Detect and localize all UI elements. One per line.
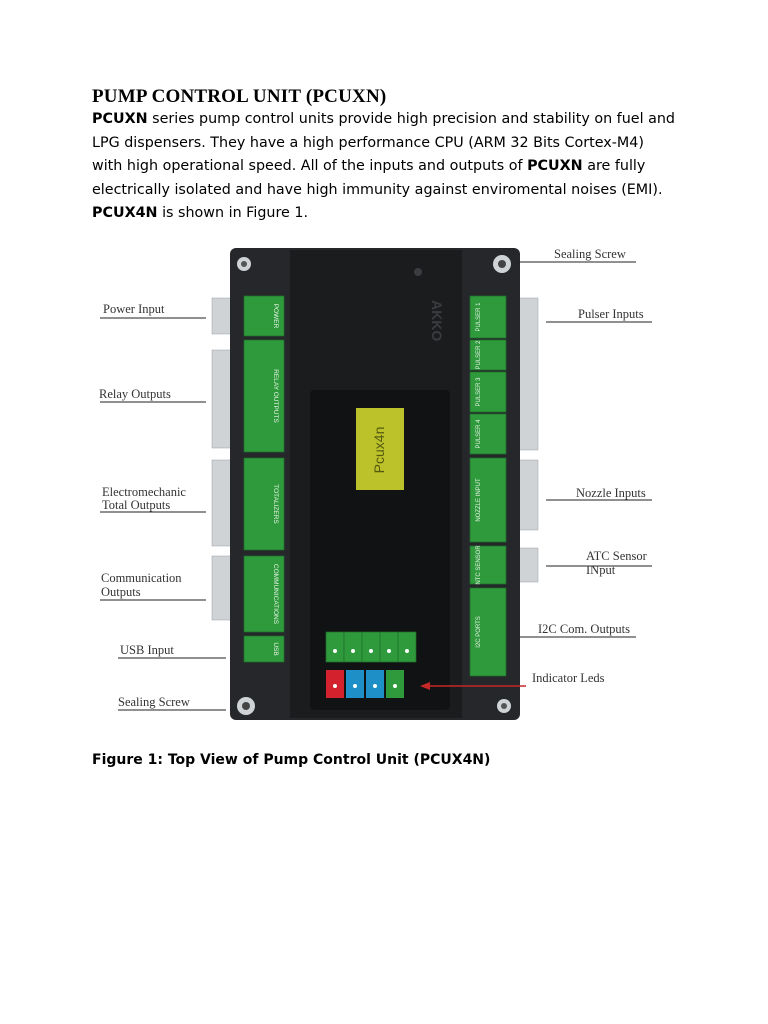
label-communication: Communication — [101, 572, 182, 585]
screw-top-inner — [414, 268, 422, 276]
label-indicator-leds: Indicator Leds — [532, 672, 605, 685]
svg-text:PULSER 2: PULSER 2 — [476, 340, 482, 370]
label-communication-outputs: Outputs — [101, 586, 141, 599]
right-connector-pins — [518, 298, 538, 582]
svg-text:PULSER 4: PULSER 4 — [476, 419, 482, 449]
brand-mark: AKKO — [429, 300, 445, 341]
svg-text:USB: USB — [272, 642, 279, 655]
label-usb-input: USB Input — [120, 644, 174, 657]
svg-text:COMMUNICATIONS: COMMUNICATIONS — [272, 564, 279, 625]
device-figure: Pcux4n AKKO POWER RELAY OUTPUTS TOTALIZE… — [0, 0, 768, 740]
svg-text:PULSER 1: PULSER 1 — [476, 302, 482, 332]
label-sealing-screw-bottom: Sealing Screw — [118, 696, 190, 709]
label-pulser-inputs: Pulser Inputs — [578, 308, 644, 321]
svg-text:POWER: POWER — [272, 304, 279, 329]
label-power-input: Power Input — [103, 303, 164, 316]
label-total-outputs: Total Outputs — [102, 499, 170, 512]
screw-top-right — [493, 255, 511, 273]
label-atc-input: INput — [586, 564, 615, 577]
screw-top-left — [237, 257, 251, 271]
label-nozzle-inputs: Nozzle Inputs — [576, 487, 646, 500]
svg-text:NTC SENSOR: NTC SENSOR — [476, 545, 482, 585]
label-relay-outputs: Relay Outputs — [99, 388, 171, 401]
svg-text:NOZZLE INPUT: NOZZLE INPUT — [476, 478, 482, 522]
figure-caption: Figure 1: Top View of Pump Control Unit … — [92, 752, 490, 768]
svg-text:TOTALIZERS: TOTALIZERS — [272, 484, 279, 524]
logo-text: Pcux4n — [371, 427, 387, 474]
screw-bottom-right — [497, 699, 511, 713]
svg-text:RELAY OUTPUTS: RELAY OUTPUTS — [272, 369, 279, 423]
indicator-leds-top-row — [326, 632, 416, 662]
label-atc-sensor: ATC Sensor — [586, 550, 647, 563]
svg-text:PULSER 3: PULSER 3 — [476, 377, 482, 407]
svg-text:I2C PORTS: I2C PORTS — [476, 616, 482, 648]
label-sealing-screw-top: Sealing Screw — [554, 248, 626, 261]
left-connector-pins — [212, 298, 232, 620]
label-i2c-outputs: I2C Com. Outputs — [538, 623, 630, 636]
screw-bottom-left — [237, 697, 255, 715]
